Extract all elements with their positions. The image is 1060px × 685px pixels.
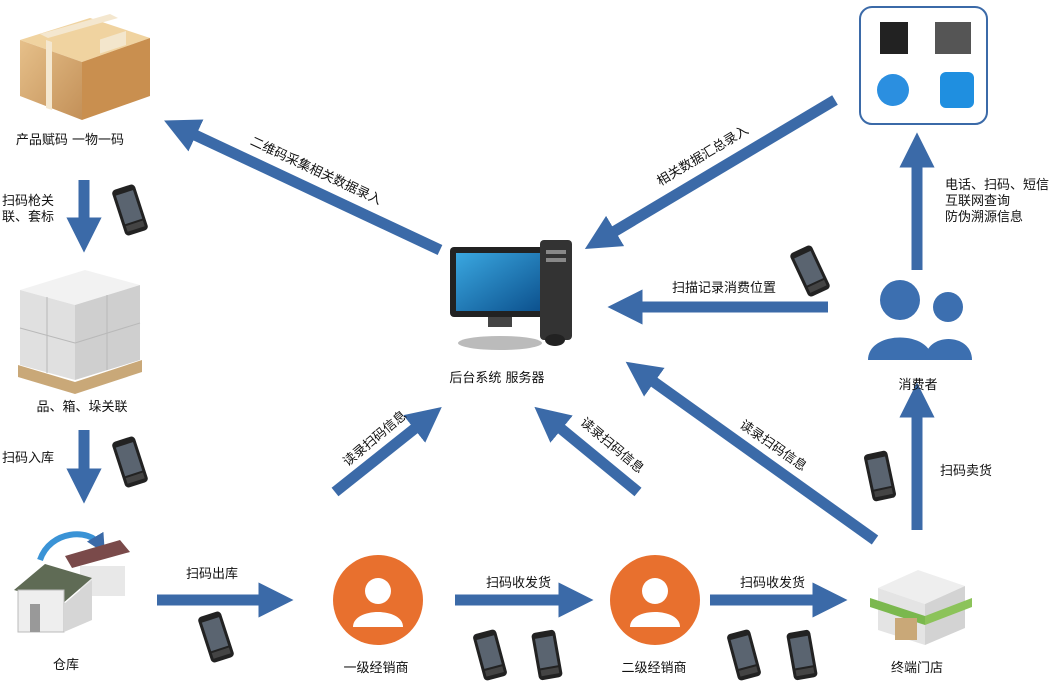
label-product-coding: 产品赋码 一物一码 [15,133,125,148]
label-consumer-position: 扫描记录消费位置 [672,281,777,296]
internet-explorer-icon [877,74,909,106]
server-computer-icon [450,240,572,350]
scanner-icon [726,628,762,682]
arrow-store-to-server [625,361,879,545]
arrow-dealer1-to-server [331,407,442,497]
arrow-box-to-server [584,95,838,250]
cardboard-box-icon [20,14,150,120]
scanner-icon [111,435,149,489]
smartphone-icon [863,450,897,502]
message-icon [940,72,974,108]
label-consumer: 消费者 [898,378,938,393]
arrow-server-to-product [164,119,443,255]
dealer2-person-icon [610,555,700,645]
arrow-dealer2-to-server [534,406,642,497]
warehouse-icon [14,531,130,633]
scanner-icon [197,610,235,664]
label-receive-1: 扫码收发货 [486,576,552,591]
label-sell: 扫码卖货 [940,464,993,479]
scanner-icon [472,628,508,682]
label-scan-link: 扫码枪关 联、套标 [2,194,55,225]
label-dealer-2: 二级经销商 [621,661,687,676]
label-pallet-association: 品、箱、垛关联 [36,400,128,415]
label-query-methods: 电话、扫码、短信 互联网查询 防伪溯源信息 [945,178,1050,225]
smartphone-icon [786,629,818,681]
query-methods-panel [859,6,988,125]
store-icon [870,570,972,645]
label-warehouse: 仓库 [52,658,80,673]
pallet-boxes-icon [18,270,142,394]
consumer-icon [868,280,972,360]
dealer1-person-icon [333,555,423,645]
label-store: 终端门店 [890,661,944,676]
label-scan-out: 扫码出库 [186,567,239,582]
label-receive-2: 扫码收发货 [740,576,806,591]
scanner-icon [111,183,149,237]
smartphone-icon [788,244,832,298]
label-scan-in: 扫码入库 [2,451,55,466]
label-server: 后台系统 服务器 [449,371,545,386]
smartphone-icon [531,629,563,681]
label-dealer-1: 一级经销商 [343,661,409,676]
desk-phone-icon [880,22,908,54]
qr-phone-icon [935,22,971,54]
